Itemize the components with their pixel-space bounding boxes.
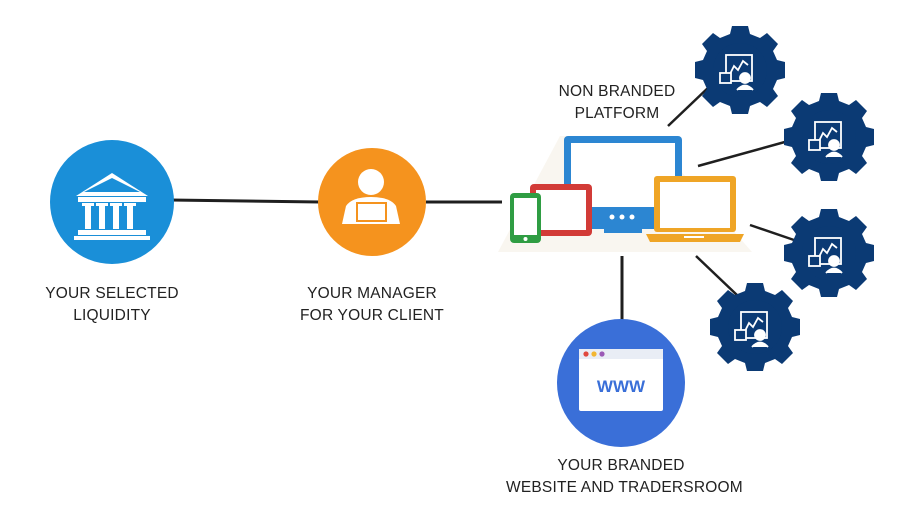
www-label: WWW (597, 377, 646, 396)
browser-icon: WWW (579, 349, 663, 411)
manager-caption: YOUR MANAGER FOR YOUR CLIENT (282, 283, 462, 327)
trader-gear-3 (784, 209, 874, 297)
website-node: WWW (557, 319, 685, 447)
liquidity-caption-line1: YOUR SELECTED (45, 285, 179, 302)
liquidity-caption-line2: LIQUIDITY (73, 307, 151, 324)
gear-trader-icon (719, 54, 754, 91)
gear-trader-icon (734, 311, 769, 348)
platform-caption-line2: PLATFORM (574, 105, 660, 122)
platform-caption: NON BRANDED PLATFORM (527, 81, 707, 125)
connector-liquidity-manager (169, 198, 321, 204)
manager-caption-line1: YOUR MANAGER (307, 285, 437, 302)
devices-icon (498, 136, 752, 252)
trader-gear-4 (710, 283, 800, 371)
connector-platform-trader-3 (749, 223, 795, 242)
bank-icon (74, 173, 150, 240)
person-laptop-icon (342, 169, 400, 224)
connector-platform-trader-4 (695, 255, 739, 297)
website-caption-line2: WEBSITE AND TRADERSROOM (506, 479, 743, 496)
trader-gears (695, 26, 874, 371)
connectors (169, 85, 795, 325)
platform-caption-line1: NON BRANDED (558, 83, 676, 100)
website-caption: YOUR BRANDED WEBSITE AND TRADERSROOM (506, 455, 743, 499)
connector-platform-trader-2 (697, 138, 793, 168)
liquidity-caption: YOUR SELECTED LIQUIDITY (22, 283, 202, 327)
liquidity-node (50, 140, 174, 264)
laptop-icon (646, 176, 744, 242)
manager-caption-line2: FOR YOUR CLIENT (300, 307, 444, 324)
gear-trader-icon (808, 237, 843, 274)
website-caption-line1: YOUR BRANDED (557, 457, 685, 474)
gear-trader-icon (808, 121, 843, 158)
trader-gear-2 (784, 93, 874, 181)
trader-gear-1 (695, 26, 785, 114)
phone-icon (510, 193, 541, 243)
manager-node (318, 148, 426, 256)
tablet-icon (530, 184, 592, 236)
connector-platform-trader-1 (667, 85, 711, 127)
